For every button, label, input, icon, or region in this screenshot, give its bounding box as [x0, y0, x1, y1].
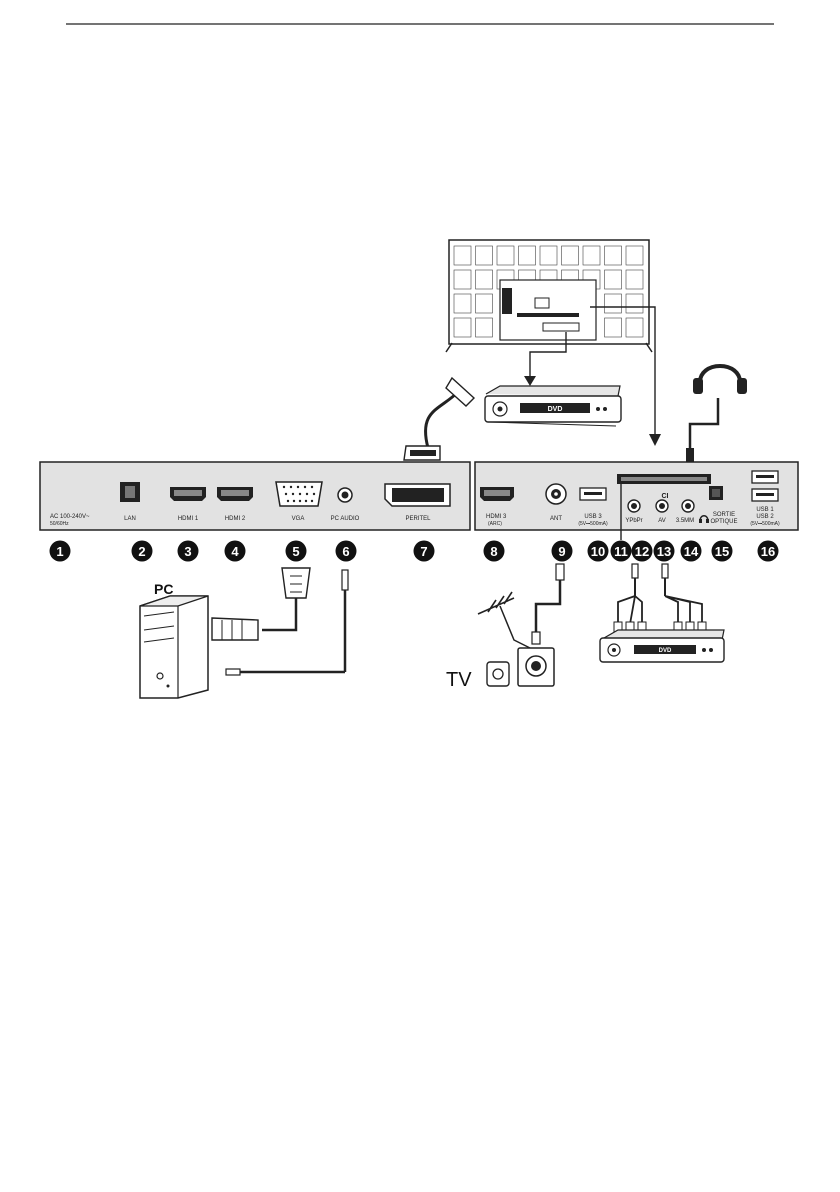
right-port-panel: CI HDMI 3 (ARC) ANT USB 3 (5V⎓500mA) YPb… [475, 462, 798, 530]
port-sublabel-usb3: (5V⎓500mA) [578, 521, 608, 527]
vga-pin [313, 493, 315, 495]
arrow-down-icon [524, 376, 536, 386]
vga-pin [311, 486, 313, 488]
vga-pin [311, 500, 313, 502]
port-number-text: 13 [657, 544, 671, 559]
port-label-ant: ANT [550, 516, 562, 522]
vga-pin [285, 493, 287, 495]
dvd-label: DVD [548, 406, 563, 413]
port-label-ac: AC 100-240V~ [50, 514, 90, 520]
dvd-player-top: DVD [485, 386, 621, 426]
pc-tower-illustration: PC [140, 581, 208, 698]
port-sublabel-ac: 50/60Hz [50, 521, 69, 527]
left-port-panel: AC 100-240V~ 50/60Hz LAN HDMI 1 HDMI 2 V… [40, 462, 470, 530]
vga-cable [212, 568, 310, 640]
vga-pin [306, 493, 308, 495]
port-number-text: 15 [715, 544, 729, 559]
port-number-text: 4 [231, 544, 239, 559]
antenna-illustration [478, 564, 564, 648]
port-label-3-5mm: 3.5MM [676, 518, 694, 524]
port-label-hdmi1: HDMI 1 [178, 516, 199, 522]
tv-back-illustration [446, 240, 652, 352]
port-sublabel-usb12: (5V⎓500mA) [750, 521, 780, 527]
port-sublabel-optique: OPTIQUE [710, 519, 737, 525]
port-label-sortie: SORTIE [713, 512, 735, 518]
vga-pin [287, 500, 289, 502]
dvd-label: DVD [659, 648, 672, 654]
port-label-ypbpr: YPbPr [625, 518, 642, 524]
port-label-usb3: USB 3 [584, 514, 602, 520]
headphones-icon [686, 366, 747, 462]
antenna-wall-socket [487, 648, 554, 686]
vga-pin [299, 493, 301, 495]
port-label-pc-audio: PC AUDIO [331, 516, 360, 522]
port-label-hdmi2: HDMI 2 [225, 516, 246, 522]
port-number-text: 7 [420, 544, 427, 559]
vga-pin [305, 500, 307, 502]
component-av-cables [614, 564, 706, 636]
port-label-usb1: USB 1 [756, 507, 774, 513]
port-number-text: 12 [635, 544, 649, 559]
arrow-down-icon [649, 434, 661, 446]
vga-pin [290, 486, 292, 488]
scart-cable [404, 378, 474, 460]
port-number-text: 8 [490, 544, 497, 559]
port-number-text: 14 [684, 544, 699, 559]
ci-label: CI [662, 493, 669, 500]
port-number-text: 5 [292, 544, 299, 559]
port-label-usb2: USB 2 [756, 514, 774, 520]
port-label-av: AV [658, 518, 666, 524]
port-number-text: 3 [184, 544, 191, 559]
vga-pin [283, 486, 285, 488]
port-label-peritel: PERITEL [405, 516, 431, 522]
port-number-text: 6 [342, 544, 349, 559]
port-number-text: 11 [614, 544, 628, 559]
port-number-text: 1 [56, 544, 63, 559]
port-label-hdmi3: HDMI 3 [486, 514, 507, 520]
port-number-text: 16 [761, 544, 775, 559]
vga-pin [292, 493, 294, 495]
vga-pin [299, 500, 301, 502]
port-label-lan: LAN [124, 516, 136, 522]
port-number-text: 2 [138, 544, 145, 559]
dvd-player-bottom: DVD [600, 630, 724, 662]
port-number-text: 10 [591, 544, 605, 559]
pc-label: PC [154, 581, 173, 597]
vga-pin [304, 486, 306, 488]
port-number-text: 9 [558, 544, 565, 559]
vga-pin [297, 486, 299, 488]
tv-label: TV [446, 669, 472, 691]
port-label-vga: VGA [292, 516, 305, 522]
vga-pin [293, 500, 295, 502]
port-sublabel-hdmi3: (ARC) [488, 521, 502, 527]
